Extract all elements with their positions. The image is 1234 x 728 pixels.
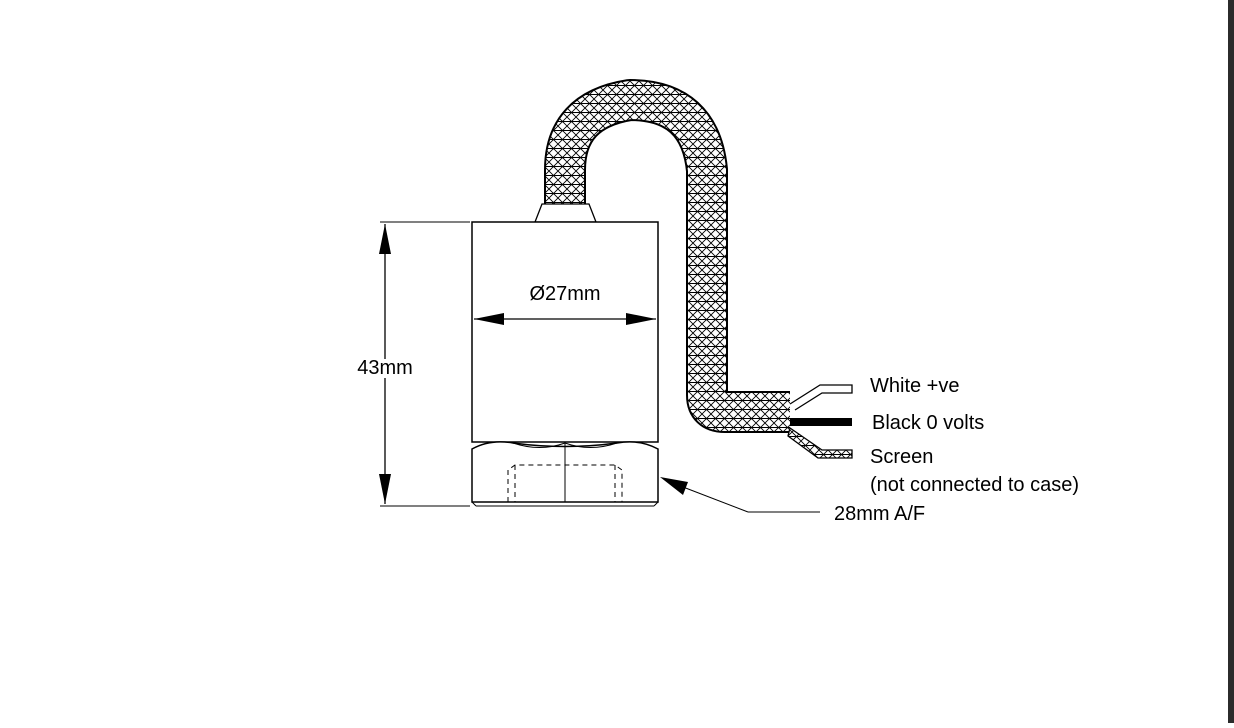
wire-screen-label: Screen bbox=[870, 446, 933, 468]
wire-screen-note: (not connected to case) bbox=[870, 474, 1079, 496]
diameter-label: Ø27mm bbox=[529, 283, 600, 305]
hex-size-label: 28mm A/F bbox=[834, 503, 925, 525]
sensor-body bbox=[471, 221, 659, 443]
height-label: 43mm bbox=[357, 357, 413, 379]
wire-black bbox=[790, 418, 852, 426]
hex-base bbox=[471, 441, 659, 507]
diameter-dimension bbox=[474, 313, 656, 325]
cable-gland bbox=[534, 203, 597, 223]
threaded-hole-hidden bbox=[507, 464, 623, 502]
window-edge bbox=[1228, 0, 1234, 723]
wire-black-label: Black 0 volts bbox=[872, 412, 984, 434]
height-dimension bbox=[379, 221, 470, 507]
wire-white bbox=[789, 384, 853, 411]
wire-white-label: White +ve bbox=[870, 375, 959, 397]
wire-screen bbox=[787, 426, 853, 459]
hex-size-leader bbox=[660, 477, 820, 513]
braided-cable bbox=[544, 79, 790, 433]
